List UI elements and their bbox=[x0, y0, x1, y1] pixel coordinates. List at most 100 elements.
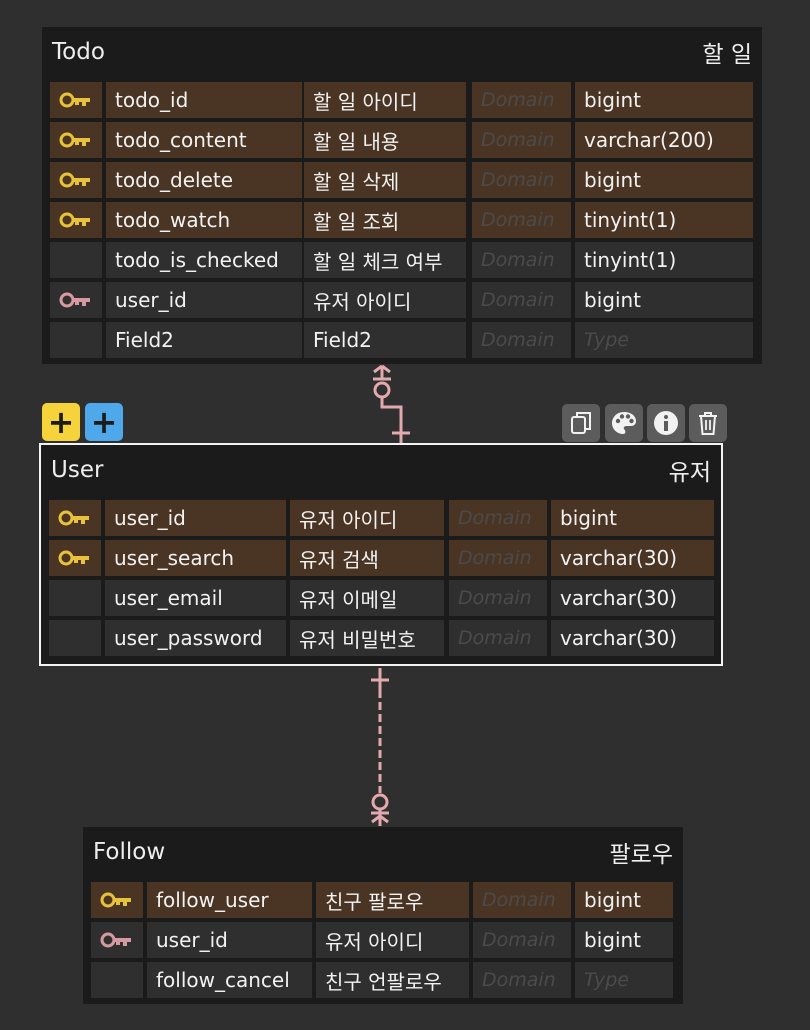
column-datatype[interactable]: bigint bbox=[551, 500, 714, 536]
column-datatype[interactable]: varchar(30) bbox=[551, 620, 714, 656]
column-comment[interactable]: 친구 언팔로우 bbox=[316, 962, 469, 998]
palette-icon bbox=[612, 412, 636, 434]
key-cell bbox=[50, 202, 102, 238]
entity-header[interactable]: Follow 팔로우 bbox=[83, 827, 683, 877]
column-name[interactable]: user_password bbox=[105, 620, 286, 656]
column-datatype[interactable]: varchar(30) bbox=[551, 580, 714, 616]
column-domain[interactable]: Domain bbox=[472, 162, 571, 198]
column-comment[interactable]: 유저 비밀번호 bbox=[290, 620, 444, 656]
column-datatype[interactable]: bigint bbox=[575, 922, 673, 958]
user-follow-relationship[interactable] bbox=[371, 668, 389, 826]
column-name[interactable]: user_search bbox=[105, 540, 286, 576]
column-domain[interactable]: Domain bbox=[473, 922, 571, 958]
column-domain[interactable]: Domain bbox=[449, 580, 547, 616]
entity-label: 유저 bbox=[668, 460, 711, 486]
key-cell bbox=[50, 122, 102, 158]
column-domain[interactable]: Domain bbox=[473, 882, 571, 918]
column-domain[interactable]: Domain bbox=[472, 282, 571, 318]
column-domain[interactable]: Domain bbox=[472, 82, 571, 118]
key-cell bbox=[49, 540, 101, 576]
primary-key-icon bbox=[100, 892, 131, 908]
column-datatype[interactable]: bigint bbox=[575, 882, 673, 918]
column-comment[interactable]: 유저 아이디 bbox=[316, 922, 469, 958]
column-name[interactable]: todo_watch bbox=[106, 202, 302, 238]
entity-header[interactable]: User 유저 bbox=[41, 445, 721, 495]
column-datatype[interactable]: tinyint(1) bbox=[575, 202, 753, 238]
todo-user-relationship[interactable] bbox=[373, 364, 410, 444]
copy-button[interactable] bbox=[562, 404, 600, 442]
column-comment[interactable]: 친구 팔로우 bbox=[316, 882, 469, 918]
column-name[interactable]: todo_is_checked bbox=[106, 242, 302, 278]
column-domain[interactable]: Domain bbox=[472, 202, 571, 238]
column-name[interactable]: user_id bbox=[105, 500, 286, 536]
column-name[interactable]: todo_id bbox=[106, 82, 302, 118]
column-domain[interactable]: Domain bbox=[449, 500, 547, 536]
column-domain[interactable]: Domain bbox=[449, 620, 547, 656]
column-datatype[interactable]: varchar(30) bbox=[551, 540, 714, 576]
column-datatype[interactable]: bigint bbox=[575, 162, 753, 198]
column-comment[interactable]: 할 일 삭제 bbox=[304, 162, 466, 198]
foreign-key-icon bbox=[100, 932, 131, 948]
copy-icon bbox=[571, 412, 591, 434]
column-datatype[interactable]: varchar(200) bbox=[575, 122, 753, 158]
key-cell bbox=[50, 82, 102, 118]
column-comment[interactable]: 할 일 내용 bbox=[304, 122, 466, 158]
column-comment[interactable]: 유저 아이디 bbox=[304, 282, 466, 318]
column-domain[interactable]: Domain bbox=[472, 322, 571, 358]
column-domain[interactable]: Domain bbox=[473, 962, 571, 998]
column-name[interactable]: user_id bbox=[106, 282, 302, 318]
column-name[interactable]: user_id bbox=[147, 922, 312, 958]
info-button[interactable] bbox=[647, 404, 685, 442]
column-datatype[interactable]: tinyint(1) bbox=[575, 242, 753, 278]
column-comment[interactable]: 유저 아이디 bbox=[290, 500, 444, 536]
column-comment[interactable]: 유저 검색 bbox=[290, 540, 444, 576]
column-comment[interactable]: 할 일 조회 bbox=[304, 202, 466, 238]
column-datatype[interactable]: Type bbox=[575, 962, 673, 998]
column-comment[interactable]: Field2 bbox=[304, 322, 466, 358]
key-cell bbox=[91, 962, 143, 998]
column-datatype[interactable]: Type bbox=[575, 322, 753, 358]
column-name[interactable]: Field2 bbox=[106, 322, 302, 358]
color-button[interactable] bbox=[605, 404, 643, 442]
info-icon bbox=[654, 411, 678, 435]
column-name[interactable]: follow_user bbox=[147, 882, 312, 918]
column-datatype[interactable]: bigint bbox=[575, 282, 753, 318]
column-name[interactable]: user_email bbox=[105, 580, 286, 616]
entity-header[interactable]: Todo 할 일 bbox=[42, 27, 762, 77]
entity-name: Follow bbox=[93, 839, 166, 865]
delete-button[interactable] bbox=[689, 404, 727, 442]
column-name[interactable]: todo_content bbox=[106, 122, 302, 158]
primary-key-icon bbox=[59, 212, 90, 228]
column-comment[interactable]: 할 일 체크 여부 bbox=[304, 242, 466, 278]
column-domain[interactable]: Domain bbox=[449, 540, 547, 576]
add-relation-column-button[interactable]: + bbox=[85, 403, 123, 441]
key-cell bbox=[49, 620, 101, 656]
column-datatype[interactable]: bigint bbox=[575, 82, 753, 118]
column-comment[interactable]: 유저 이메일 bbox=[290, 580, 444, 616]
column-comment[interactable]: 할 일 아이디 bbox=[304, 82, 466, 118]
primary-key-icon bbox=[59, 92, 90, 108]
column-domain[interactable]: Domain bbox=[472, 242, 571, 278]
column-name[interactable]: todo_delete bbox=[106, 162, 302, 198]
entity-name: User bbox=[51, 457, 104, 483]
add-column-button[interactable]: + bbox=[42, 403, 80, 441]
column-domain[interactable]: Domain bbox=[472, 122, 571, 158]
column-name[interactable]: follow_cancel bbox=[147, 962, 312, 998]
